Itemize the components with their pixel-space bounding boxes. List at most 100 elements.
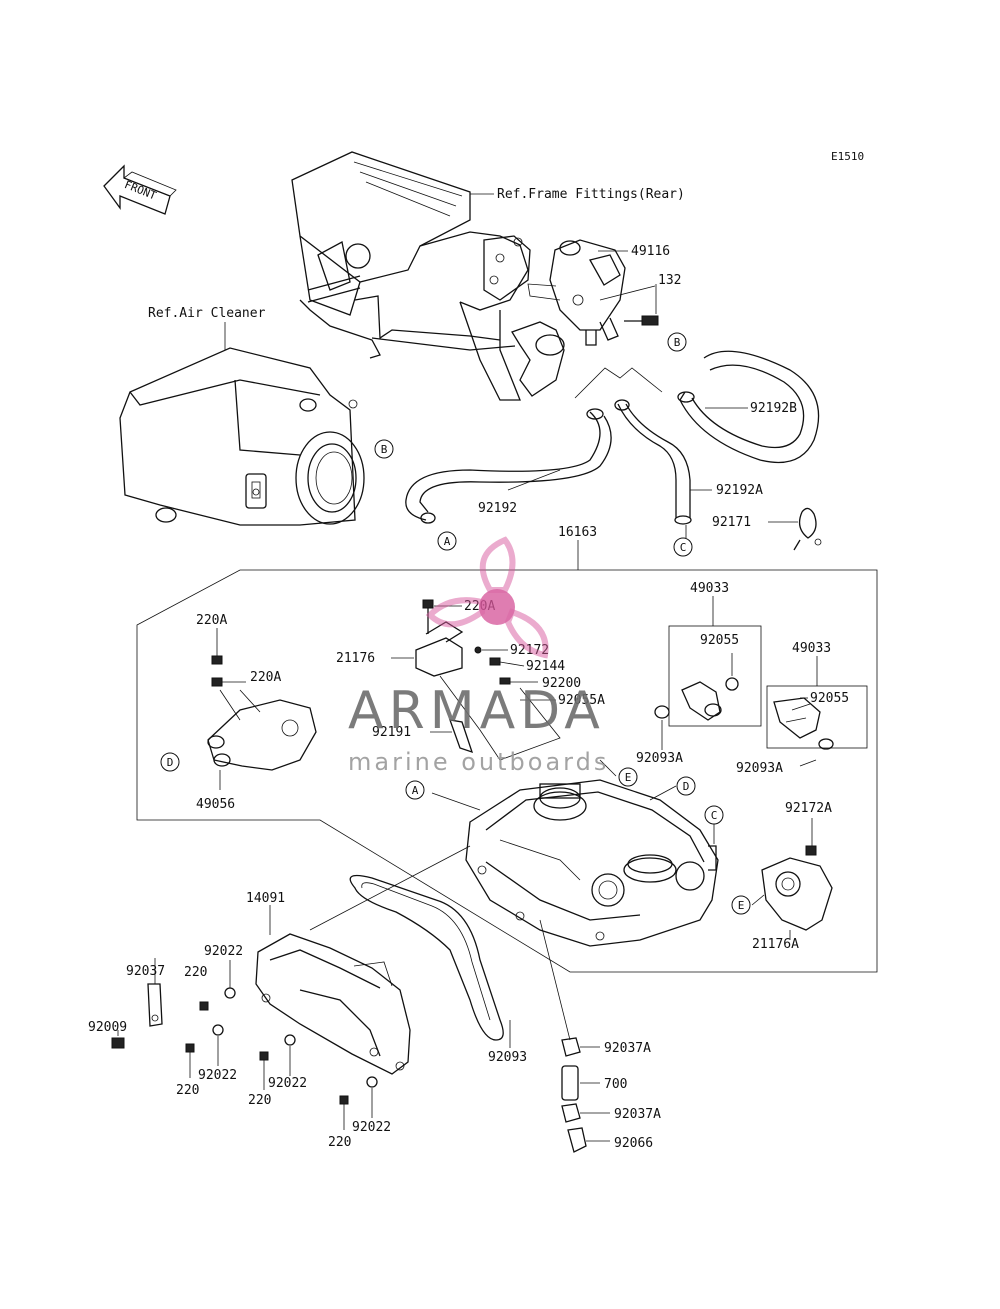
- part-label-220_d: 220: [328, 1135, 351, 1150]
- part-label-92022_b: 92022: [198, 1068, 237, 1083]
- part-label-92055a: 92055: [700, 633, 739, 648]
- connector-ca2: A: [405, 780, 425, 800]
- svg-text:A: A: [412, 784, 419, 797]
- clamp-92037A-b: [561, 1103, 581, 1123]
- part-label-21176: 21176: [336, 651, 375, 666]
- part-label-92192a: 92192A: [716, 483, 763, 498]
- armada-watermark: ARMADA marine outboards: [348, 536, 609, 776]
- bolt-220-c: [259, 1051, 269, 1061]
- watermark-subtitle: marine outboards: [348, 748, 609, 776]
- svg-text:B: B: [674, 336, 681, 349]
- svg-text:C: C: [680, 541, 687, 554]
- injector-49033-a: [681, 677, 739, 721]
- part-label-220a_l2: 220A: [250, 670, 281, 685]
- svg-text:A: A: [444, 535, 451, 548]
- bracket-92037: [147, 983, 163, 1027]
- ref-air-cleaner-label: Ref.Air Cleaner: [148, 306, 266, 321]
- washer-92022-c: [284, 1034, 296, 1046]
- part-label-92191: 92191: [372, 725, 411, 740]
- spacer-92144: [489, 657, 501, 666]
- part-label-132: 132: [658, 273, 681, 288]
- screw-92172: [474, 646, 482, 654]
- part-label-92037a_b: 92037A: [614, 1107, 661, 1122]
- housing-49056: [207, 689, 317, 771]
- connector-cc1: C: [673, 537, 693, 557]
- svg-text:E: E: [625, 771, 632, 784]
- part-label-92093: 92093: [488, 1050, 527, 1065]
- washer-92022-a: [224, 987, 236, 999]
- svg-text:D: D: [167, 756, 174, 769]
- valve-49116: [527, 239, 626, 346]
- part-label-49033b: 49033: [792, 641, 831, 656]
- washer-92022-b: [212, 1024, 224, 1036]
- part-label-220_c: 220: [248, 1093, 271, 1108]
- part-label-220a_l1: 220A: [196, 613, 227, 628]
- part-label-49056: 49056: [196, 797, 235, 812]
- part-label-92144: 92144: [526, 659, 565, 674]
- hose-92192A: [614, 399, 692, 525]
- bolt-220-d: [339, 1095, 349, 1105]
- part-label-220_a: 220: [184, 965, 207, 980]
- connector-cb2: B: [667, 332, 687, 352]
- part-label-92022_d: 92022: [352, 1120, 391, 1135]
- bolt-220-a: [199, 1001, 209, 1011]
- part-label-21176a: 21176A: [752, 937, 799, 952]
- plug-92066: [567, 1127, 587, 1153]
- svg-text:B: B: [381, 443, 388, 456]
- hose-92192: [405, 408, 612, 524]
- diagram-code: E1510: [831, 150, 864, 163]
- part-label-92192: 92192: [478, 501, 517, 516]
- part-label-16163: 16163: [558, 525, 597, 540]
- part-label-700: 700: [604, 1077, 627, 1092]
- washer-92022-d: [366, 1076, 378, 1088]
- part-label-92172a: 92172A: [785, 801, 832, 816]
- hose-92192B: [677, 350, 820, 464]
- part-label-92055a: 92055A: [558, 693, 605, 708]
- bolt-220-b: [185, 1043, 195, 1053]
- part-label-92171: 92171: [712, 515, 751, 530]
- hose-700: [561, 1065, 579, 1101]
- svg-text:E: E: [738, 899, 745, 912]
- screw-92009: [111, 1037, 125, 1049]
- connector-cd2: D: [676, 776, 696, 796]
- spring-92200: [499, 677, 511, 685]
- part-number-labels: 4911613292192B9219292192A921711616349033…: [88, 244, 849, 1151]
- front-arrow-icon: FRONT: [103, 164, 177, 215]
- svg-text:D: D: [683, 780, 690, 793]
- connector-ce1: E: [618, 767, 638, 787]
- ring-92093A: [654, 705, 670, 719]
- part-label-49033a: 49033: [690, 581, 729, 596]
- part-label-92055b: 92055: [810, 691, 849, 706]
- part-label-92093a_b: 92093A: [736, 761, 783, 776]
- propeller-logo-icon: [425, 536, 549, 659]
- connector-cc2: C: [704, 805, 724, 825]
- svg-text:C: C: [711, 809, 718, 822]
- part-label-92022_c: 92022: [268, 1076, 307, 1091]
- clamp-92037A-a: [561, 1037, 581, 1057]
- bolt-220A-a: [211, 655, 223, 665]
- clamp-92171: [793, 507, 822, 551]
- box-49033-a: [668, 625, 762, 727]
- part-label-49116: 49116: [631, 244, 670, 259]
- rear-frame-fittings: [291, 151, 565, 401]
- part-label-92037: 92037: [126, 964, 165, 979]
- bolt-220A-b: [211, 677, 223, 687]
- air-cleaner-housing: [119, 347, 365, 526]
- part-label-92172: 92172: [510, 643, 549, 658]
- connector-ce2: E: [731, 895, 751, 915]
- part-label-92200: 92200: [542, 676, 581, 691]
- cover-14091: [255, 933, 411, 1075]
- assembly-outline-16163: [136, 569, 878, 973]
- part-label-14091: 14091: [246, 891, 285, 906]
- watermark-title: ARMADA: [348, 681, 605, 741]
- connector-ca1: A: [437, 531, 457, 551]
- part-label-92022_a: 92022: [204, 944, 243, 959]
- part-label-92093a_a: 92093A: [636, 751, 683, 766]
- sensor-21176A: [761, 845, 833, 931]
- part-label-92037a_a: 92037A: [604, 1041, 651, 1056]
- throttle-body-assembly: [465, 779, 719, 947]
- connector-cb1: B: [374, 439, 394, 459]
- hose-92191: [439, 675, 561, 761]
